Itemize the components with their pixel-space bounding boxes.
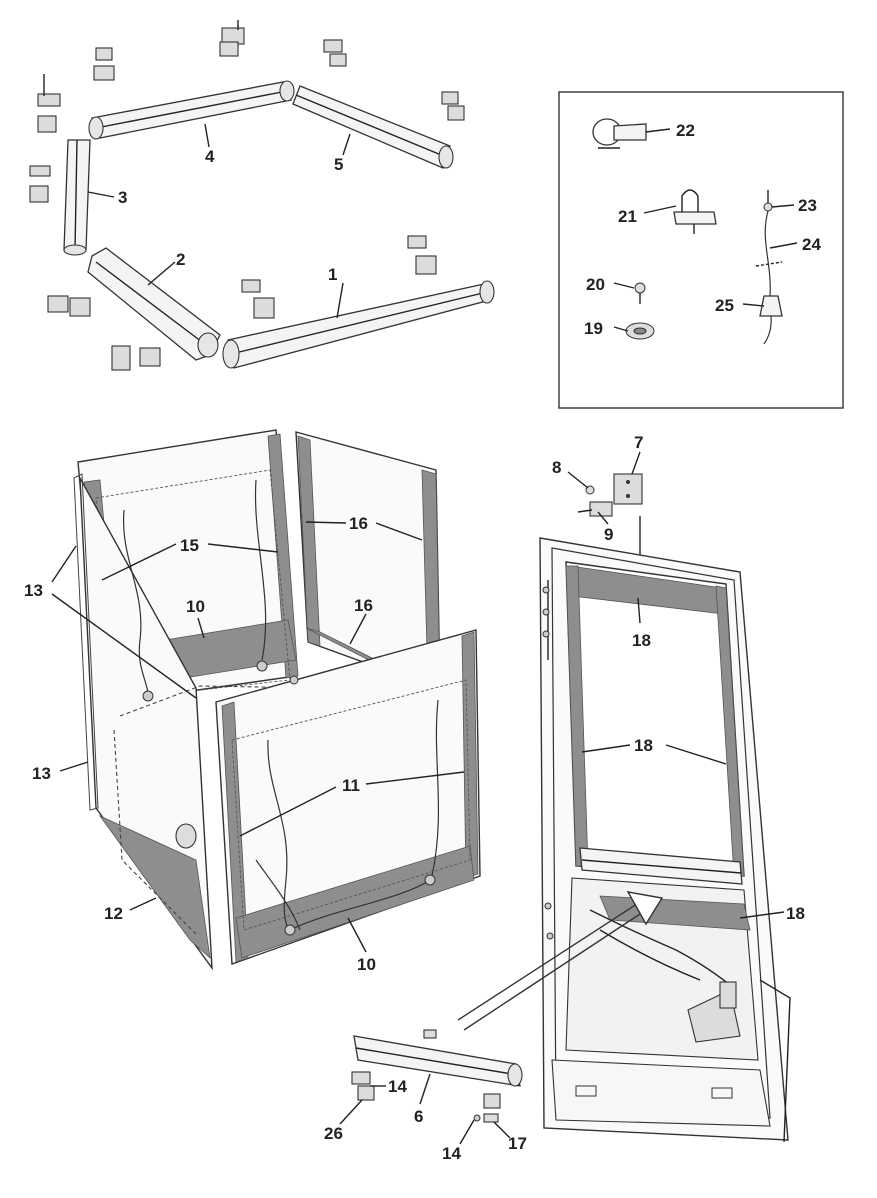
callout-16-lower: 16 [354,596,373,615]
wire-harness-back-right [254,479,267,661]
callout-25: 25 [715,296,734,315]
callout-19: 19 [584,319,603,338]
wire-harness-front-left [267,739,291,933]
callout-14-right: 14 [442,1144,461,1163]
leader-lines [51,123,798,1145]
callout-26: 26 [324,1124,343,1143]
callout-18-bottom: 18 [786,904,805,923]
item-20-screw [634,282,646,304]
callout-18-middle: 18 [634,736,653,755]
wire-harness-back-left [122,509,149,701]
callout-13-upper: 13 [24,581,43,600]
callout-2: 2 [176,250,185,269]
callout-15: 15 [180,536,199,555]
item-21-clip [673,189,717,234]
callout-20: 20 [586,275,605,294]
gasket-18-right [715,585,745,877]
callout-5: 5 [334,155,343,174]
callout-17: 17 [508,1134,527,1153]
callout-8: 8 [552,458,561,477]
callout-23: 23 [798,196,817,215]
callout-1: 1 [328,265,337,284]
seal-rail-4 [88,80,295,140]
callout-9: 9 [604,525,613,544]
callout-3: 3 [118,188,127,207]
foam-strip-15-right [267,433,299,679]
seal-rails-group [29,20,495,371]
side-panel-12 [79,477,213,971]
rail-brackets [29,20,465,371]
cabinet-assembly [73,429,481,971]
wire-harness-front-right [431,699,440,877]
callout-6: 6 [414,1107,423,1126]
item-23-25-cable [755,190,783,345]
callout-21: 21 [618,207,637,226]
callout-24: 24 [802,235,821,254]
callout-18-top: 18 [632,631,651,650]
callout-14-left: 14 [388,1077,407,1096]
callout-13-lower: 13 [32,764,51,783]
callout-labels: 1 2 3 4 5 6 7 8 9 10 10 11 12 13 13 14 1… [24,121,821,1163]
seal-rail-2 [87,247,221,361]
assembly-arrow [457,891,664,1031]
inset-box [558,91,844,409]
foam-strip-16-a [297,435,321,647]
seal-rail-1 [222,280,495,369]
callout-11: 11 [342,776,360,795]
callout-22: 22 [676,121,695,140]
callout-4: 4 [205,147,215,166]
seal-rail-3 [63,139,91,256]
item-19-grommet [625,322,655,340]
door-assembly [539,473,791,1143]
seal-rail-6 [351,1029,523,1123]
callout-12: 12 [104,904,123,923]
hinge-7 [577,473,643,517]
callout-7: 7 [634,433,643,452]
callout-10-bottom: 10 [357,955,376,974]
callout-16-upper: 16 [349,514,368,533]
seal-rail-5 [292,85,454,169]
callout-10-top: 10 [186,597,205,616]
item-22-tag [592,118,647,149]
